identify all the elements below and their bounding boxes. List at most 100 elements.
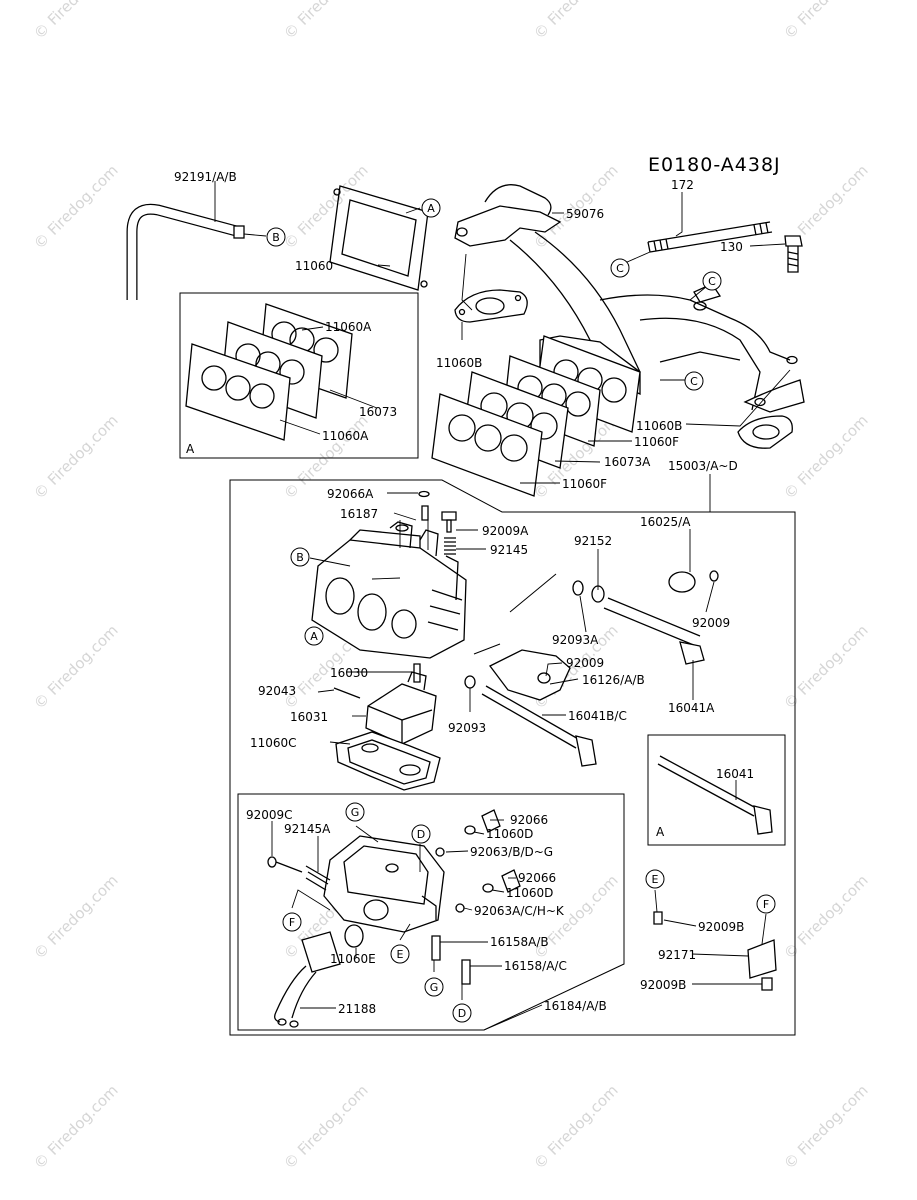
bolt-130-drawing	[784, 235, 803, 273]
part-label: 92009	[566, 656, 604, 670]
part-label: 92009	[692, 616, 730, 630]
part-label: 16158/A/C	[504, 959, 567, 973]
gasket-11060-drawing	[329, 185, 429, 291]
leader-lines	[214, 181, 791, 1031]
part-label: 92066	[518, 871, 556, 885]
inset-shaft-box-label: A	[656, 825, 665, 839]
part-label: 92093	[448, 721, 486, 735]
part-label: 130	[720, 240, 743, 254]
part-label: 21188	[338, 1002, 376, 1016]
carburetor-body-drawing	[311, 521, 467, 659]
inset-shaft-box	[647, 734, 786, 846]
gasket-stack-drawing	[431, 335, 641, 497]
callout-circles: A B C C C B A G	[266, 198, 776, 1023]
watermark-text: © Firedog.com	[780, 1081, 872, 1173]
part-label: 92145A	[284, 822, 331, 836]
watermark-text: © Firedog.com	[30, 621, 122, 713]
callout-circle: E	[645, 869, 665, 889]
part-label: 16041	[716, 767, 754, 781]
part-label: 16126/A/B	[582, 673, 645, 687]
throttle-shaft-drawing	[572, 570, 719, 665]
part-label: 16041A	[668, 701, 715, 715]
hose-drawing	[126, 203, 245, 300]
part-label: 16184/A/B	[544, 999, 607, 1013]
part-label: 16073A	[604, 455, 651, 469]
pilot-screw-drawing	[267, 856, 331, 891]
gasket-11060b-right-drawing	[737, 415, 793, 449]
part-label: 11060D	[506, 886, 553, 900]
callout-circle: D	[452, 1003, 472, 1023]
part-label: 16025/A	[640, 515, 691, 529]
part-label: 92191/A/B	[174, 170, 237, 184]
part-label: 92043	[258, 684, 296, 698]
inset-gaskets-box	[179, 292, 419, 459]
bracket-92171-drawing	[653, 911, 777, 991]
watermark-text: © Firedog.com	[280, 161, 372, 253]
part-label: 16041B/C	[568, 709, 627, 723]
part-label: 92063/B/D~G	[470, 845, 553, 859]
part-label: 92152	[574, 534, 612, 548]
stud-172-drawing	[647, 221, 773, 253]
callout-circle: D	[411, 824, 431, 844]
watermark-text: © Firedog.com	[30, 0, 122, 43]
gasket-11060b-left-drawing	[454, 289, 528, 323]
svg-text:A: A	[310, 630, 318, 643]
callout-circle: F	[282, 912, 302, 932]
part-label: 11060	[295, 259, 333, 273]
diagram-code: E0180-A438J	[648, 154, 781, 176]
part-label: 92009B	[698, 920, 744, 934]
svg-text:F: F	[289, 916, 295, 929]
svg-text:F: F	[763, 898, 769, 911]
callout-circle: F	[756, 894, 776, 914]
callout-circle: C	[610, 258, 630, 278]
watermark-text: © Firedog.com	[780, 411, 872, 503]
watermark-text: © Firedog.com	[530, 0, 622, 43]
float-bowl-drawing	[323, 835, 445, 933]
watermark-text: © Firedog.com	[280, 1081, 372, 1173]
part-label: 11060C	[250, 736, 297, 750]
watermark-text: © Firedog.com	[530, 1081, 622, 1173]
svg-text:D: D	[417, 828, 425, 841]
svg-text:G: G	[351, 806, 360, 819]
part-label: 11060A	[325, 320, 372, 334]
inset-shaft-16041-drawing	[657, 755, 773, 835]
callout-circle: A	[421, 198, 441, 218]
inset-gaskets-box-label: A	[186, 442, 195, 456]
svg-text:B: B	[296, 551, 304, 564]
callout-circle: E	[390, 944, 410, 964]
part-labels: 92191/A/B 11060 59076 172 130 11060A 160…	[174, 170, 754, 1016]
float-16031-drawing	[333, 663, 437, 745]
part-label: 16158A/B	[490, 935, 549, 949]
part-label: 92093A	[552, 633, 599, 647]
gasket-11060c-drawing	[335, 731, 441, 791]
part-label: 16030	[330, 666, 368, 680]
frames	[179, 292, 796, 1036]
carburetor-assembly-frame	[229, 479, 796, 1036]
float-bowl-assembly-frame	[237, 793, 625, 1031]
callout-circle: C	[702, 271, 722, 291]
part-label: 92066A	[327, 487, 374, 501]
part-label: 16187	[340, 507, 378, 521]
watermark-text: © Firedog.com	[280, 0, 372, 43]
part-label: 59076	[566, 207, 604, 221]
part-label: 15003/A~D	[668, 459, 738, 473]
callout-circle: A	[304, 626, 324, 646]
svg-text:G: G	[430, 981, 439, 994]
watermark-text: © Firedog.com	[780, 0, 872, 43]
watermark-text: © Firedog.com	[780, 621, 872, 713]
watermark-text: © Firedog.com	[30, 411, 122, 503]
inset-gaskets-drawing	[185, 303, 353, 441]
solenoid-drawing	[274, 924, 364, 1028]
callout-circle: G	[345, 802, 365, 822]
svg-text:E: E	[652, 873, 659, 886]
svg-text:C: C	[690, 375, 698, 388]
part-label: 16073	[359, 405, 397, 419]
svg-text:E: E	[397, 948, 404, 961]
part-label: 92009A	[482, 524, 529, 538]
part-label: 92066	[510, 813, 548, 827]
part-label: 11060B	[436, 356, 482, 370]
part-label: 92063A/C/H~K	[474, 904, 565, 918]
svg-text:A: A	[427, 202, 435, 215]
watermark-text: © Firedog.com	[30, 1081, 122, 1173]
